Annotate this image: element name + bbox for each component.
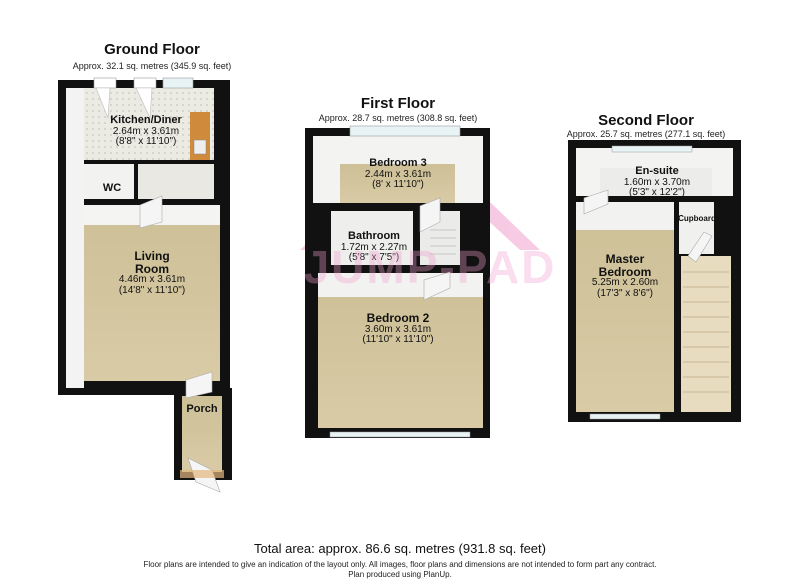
room-porch: Porch: [176, 403, 228, 416]
room-name: En-suite: [635, 165, 679, 177]
room-dims: 5.25m x 2.60m: [591, 277, 659, 289]
room-name: Master: [605, 252, 645, 266]
ground-floor-area: Approx. 32.1 sq. metres (345.9 sq. feet): [72, 61, 232, 71]
room-imperial: (5'3" x 12'2"): [629, 187, 685, 199]
room-imperial: (8' x 11'10"): [372, 179, 424, 191]
first-floor-plan: [305, 125, 490, 438]
room-dims: 1.60m x 3.70m: [623, 176, 691, 188]
room-name: Porch: [186, 403, 218, 415]
room-name: Bedroom 3: [369, 157, 427, 169]
room-name-line2: Room: [135, 261, 169, 276]
room-bathroom: Bathroom 1.72m x 2.27m (5'8" x 7'5"): [334, 230, 414, 264]
room-name: Bedroom 2: [366, 311, 430, 325]
room-master-bedroom: Master Bedroom 5.25m x 2.60m (17'3" x 8'…: [578, 253, 672, 299]
credit: Plan produced using PlanUp.: [348, 570, 452, 579]
room-imperial: (14'8" x 11'10"): [118, 284, 186, 296]
room-dims: 2.44m x 3.61m: [364, 168, 432, 180]
room-dims: 3.60m x 3.61m: [364, 323, 432, 335]
room-dims: 4.46m x 3.61m: [118, 274, 186, 286]
disclaimer: Floor plans are intended to give an indi…: [143, 560, 657, 569]
total-area: Total area: approx. 86.6 sq. metres (931…: [254, 541, 546, 556]
room-name: Living: [134, 249, 170, 263]
room-imperial: (11'10" x 11'10"): [362, 334, 434, 346]
room-en-suite: En-suite 1.60m x 3.70m (5'3" x 12'2"): [610, 165, 704, 199]
room-name: WC: [102, 182, 122, 194]
room-cupboard: Cupboard: [677, 214, 717, 223]
first-floor-area: Approx. 28.7 sq. metres (308.8 sq. feet): [318, 113, 478, 123]
room-imperial: (17'3" x 8'6"): [597, 287, 653, 299]
room-imperial: (8'8" x 11'10"): [115, 136, 177, 148]
room-kitchen-diner: Kitchen/Diner 2.64m x 3.61m (8'8" x 11'1…: [86, 114, 206, 148]
room-name-line2: Bedroom: [598, 264, 652, 279]
watermark-text: JUMP-PAD: [303, 241, 557, 293]
second-floor-plan: [568, 140, 741, 422]
room-dims: 2.64m x 3.61m: [112, 125, 180, 137]
second-floor-title: Second Floor: [598, 112, 694, 129]
room-name: Cupboard: [678, 214, 716, 223]
room-imperial: (5'8" x 7'5"): [348, 252, 400, 264]
ground-floor-title: Ground Floor: [104, 41, 200, 58]
room-name: Kitchen/Diner: [110, 114, 182, 126]
first-floor-title: First Floor: [360, 95, 436, 112]
room-bedroom-2: Bedroom 2 3.60m x 3.61m (11'10" x 11'10"…: [338, 312, 458, 346]
room-dims: 1.72m x 2.27m: [340, 241, 408, 253]
room-living-room: Living Room 4.46m x 3.61m (14'8" x 11'10…: [92, 250, 212, 296]
room-wc: WC: [92, 182, 132, 195]
room-name: Bathroom: [348, 230, 400, 242]
second-floor-area: Approx. 25.7 sq. metres (277.1 sq. feet): [566, 129, 726, 139]
room-bedroom-3: Bedroom 3 2.44m x 3.61m (8' x 11'10"): [338, 157, 458, 191]
ground-floor-plan: [58, 77, 232, 493]
